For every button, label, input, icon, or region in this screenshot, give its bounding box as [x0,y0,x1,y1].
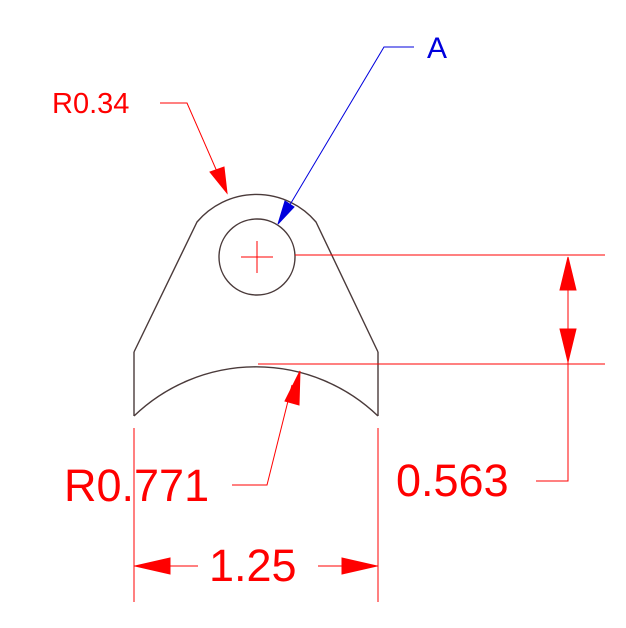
extension-lines [133,254,605,602]
bottom-radius-label: R0.771 [64,460,210,511]
height-dimension [536,256,577,482]
part-outline [133,193,379,417]
hole-circle [218,218,296,296]
arrow-down [559,328,577,363]
leader-bottom-radius [232,370,301,486]
width-dimension-label: 1.25 [209,540,297,591]
leader-callout-a [277,46,414,225]
arrow-up [559,256,577,291]
top-radius-label: R0.34 [52,88,130,120]
width-dimension [134,557,378,575]
tab-profile [133,193,379,353]
center-mark [241,241,273,273]
callout-a-label: A [427,32,448,65]
arrow-left [134,557,171,575]
height-dimension-label: 0.563 [396,455,509,506]
bottom-arc [133,366,379,417]
leader-top-radius [160,102,228,195]
arrow-right [341,557,378,575]
